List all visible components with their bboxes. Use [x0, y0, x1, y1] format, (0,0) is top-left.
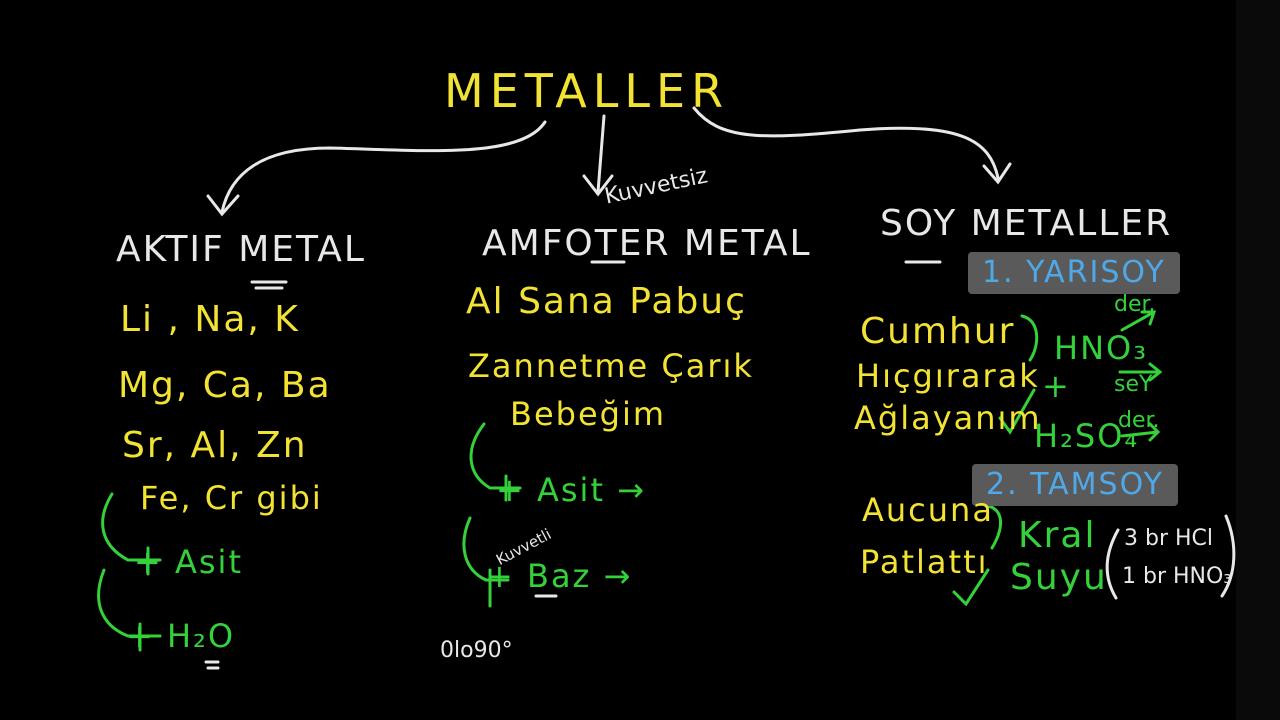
yari-bracket	[1020, 314, 1039, 362]
plus-sign: +	[1042, 367, 1071, 405]
amfoter-mnemonic-3: Bebeğim	[510, 395, 667, 433]
aktif-line-4: Fe, Cr gibi	[140, 479, 323, 517]
aktif-heading: AKTIF METAL	[116, 229, 366, 270]
suyu-label: Suyu	[1010, 557, 1108, 598]
yari-mnemonic-1: Cumhur	[860, 311, 1016, 352]
h2o-underline	[204, 660, 220, 670]
der-arrow-2	[1120, 422, 1161, 442]
mix-paren-left	[1105, 528, 1120, 600]
tam-mnemonic-1: Aucuna	[862, 491, 994, 529]
yari-check	[998, 388, 1036, 435]
aktif-line-2: Mg, Ca, Ba	[118, 365, 332, 406]
page-title: METALLER	[444, 64, 730, 118]
amfoter-mnemonic-1: Al Sana Pabuç	[466, 281, 747, 322]
tamsoy-tag: 2. TAMSOY	[972, 464, 1178, 506]
label-der-1: der.	[1114, 292, 1156, 317]
amfoter-bottom-note: 0lo90°	[440, 638, 513, 663]
amfoter-heading: AMFOTER METAL	[482, 223, 812, 264]
arrow-to-soy-head	[982, 162, 1012, 185]
aktif-line-3: Sr, Al, Zn	[122, 425, 308, 466]
aktif-reaction-acid: + Asit	[134, 543, 243, 581]
yari-mnemonic-2: Hıçgırarak	[856, 357, 1040, 395]
yari-mnemonic-3: Ağlayanım	[854, 399, 1042, 437]
mix-hno3: 1 br HNO₃	[1122, 564, 1233, 589]
mix-paren-right	[1220, 514, 1236, 598]
tam-check	[952, 568, 990, 607]
aktif-reaction-water: + H₂O	[126, 617, 236, 655]
mix-hcl: 3 br HCl	[1124, 526, 1214, 551]
arrow-to-amfoter	[596, 114, 606, 194]
soy-heading: SOY METALLER	[880, 203, 1173, 244]
amfoter-reaction-base: + Baz →	[486, 557, 633, 595]
arrow-to-aktif	[220, 120, 547, 214]
arrow-to-amfoter-head	[582, 174, 614, 197]
aktif-underline	[250, 280, 288, 290]
der-arrow-1	[1120, 310, 1157, 332]
acid-hno3: HNO₃	[1054, 329, 1149, 367]
acid-h2so4: H₂SO₄	[1034, 417, 1140, 455]
arrow-to-soy	[692, 106, 1000, 180]
label-der-2: der.	[1118, 408, 1160, 433]
aktif-bracket-2	[97, 568, 162, 638]
amfoter-bracket-2	[462, 516, 510, 582]
arrow-to-aktif-head	[206, 194, 240, 217]
aktif-bracket-1	[101, 492, 162, 562]
frame-edge	[1236, 0, 1280, 720]
kral-label: Kral	[1018, 515, 1097, 556]
yarisoy-tag: 1. YARISOY	[968, 252, 1180, 294]
aktif-line-1: Li , Na, K	[120, 299, 300, 340]
amfoter-reaction-acid: + Asit →	[496, 471, 646, 509]
label-sey: seY	[1114, 372, 1153, 397]
amfoter-bracket-1	[469, 422, 522, 490]
sey-arrow	[1118, 362, 1163, 382]
tam-mnemonic-2: Patlattı	[860, 543, 989, 581]
tam-bracket	[986, 504, 1002, 550]
amfoter-mnemonic-2: Zannetme Çarık	[468, 347, 754, 385]
